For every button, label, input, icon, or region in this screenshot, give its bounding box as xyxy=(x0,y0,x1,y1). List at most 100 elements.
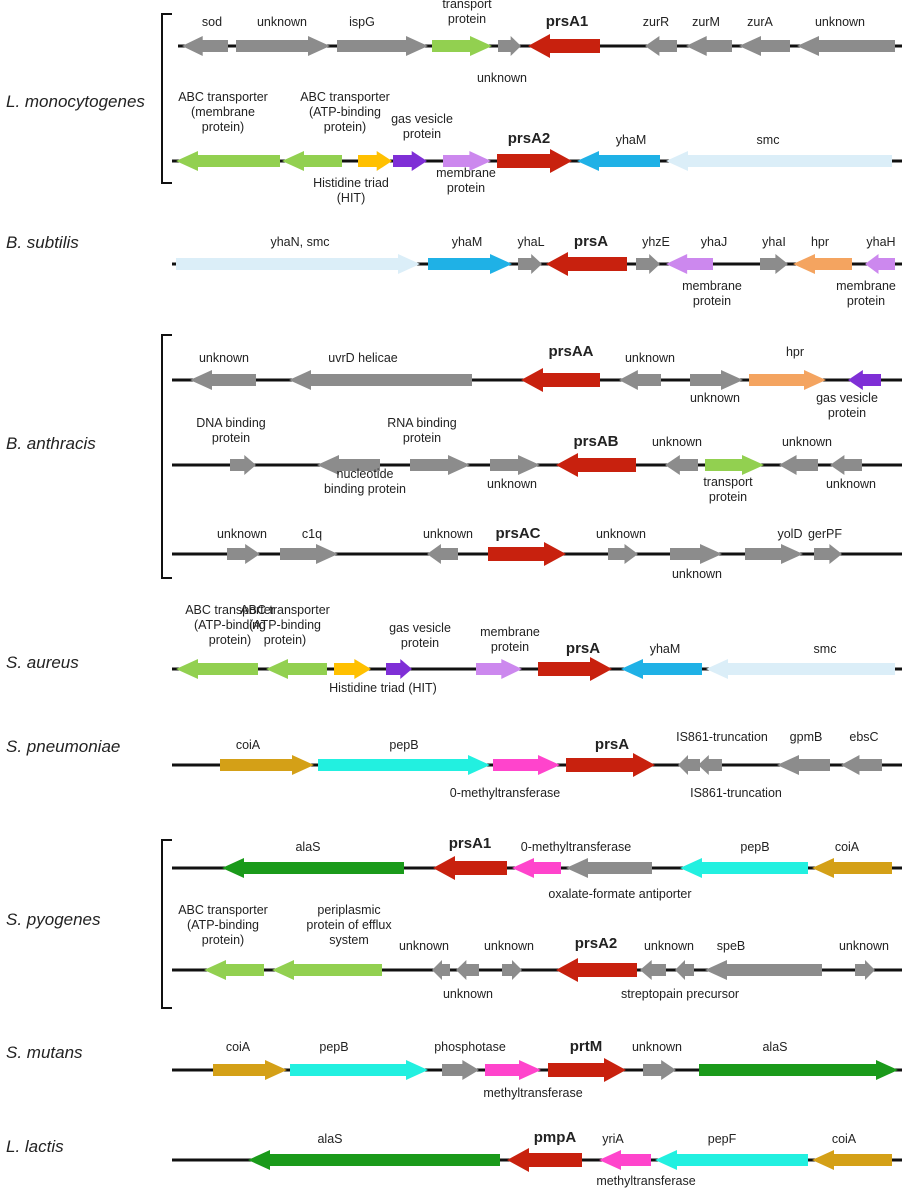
key-gene-arrow xyxy=(497,149,572,173)
gene-label-line: periplasmic xyxy=(317,903,380,917)
gene-arrow xyxy=(698,755,722,775)
key-gene-arrow xyxy=(507,1148,582,1172)
bracket-3 xyxy=(161,839,172,1009)
gene-label-line: yhzE xyxy=(642,235,670,249)
gene-arrow xyxy=(779,455,818,475)
gene-label-line: unknown xyxy=(826,477,876,491)
gene-label-line: coiA xyxy=(832,1132,857,1146)
gene-label-line: membrane xyxy=(836,279,896,293)
gene-label-line: prsA2 xyxy=(508,130,551,147)
gene-arrow xyxy=(655,1150,808,1170)
gene-label-line: prsA1 xyxy=(449,835,492,852)
gene-label-line: ABC transporter xyxy=(300,90,390,104)
gene-label-line: methyltransferase xyxy=(483,1086,582,1100)
gene-label-line: prtM xyxy=(570,1038,603,1055)
gene-label-line: phosphotase xyxy=(434,1040,506,1054)
gene-label-line: unknown xyxy=(423,527,473,541)
gene-label-line: gas vesicle xyxy=(816,391,878,405)
gene-label: IS861-truncation xyxy=(690,786,782,800)
gene-label-line: methyltransferase xyxy=(596,1174,695,1188)
organism-label: B. subtilis xyxy=(6,233,79,252)
gene-label-line: protein xyxy=(447,181,485,195)
gene-arrow xyxy=(619,370,661,390)
gene-label-line: prsA xyxy=(566,640,600,657)
gene-arrow xyxy=(410,455,470,475)
gene-label-line: ispG xyxy=(349,15,375,29)
gene-label: coiA xyxy=(832,1132,857,1146)
gene-label: yhaL xyxy=(517,235,544,249)
gene-label: methyltransferase xyxy=(483,1086,582,1100)
gene-label-line: smc xyxy=(757,133,780,147)
gene-arrow xyxy=(176,254,420,274)
gene-arrow xyxy=(432,36,492,56)
gene-arrow xyxy=(272,960,382,980)
gene-label-line: hpr xyxy=(786,345,804,359)
gene-label: unknown xyxy=(199,351,249,365)
gene-label-line: unknown xyxy=(399,939,449,953)
gene-label: unknown xyxy=(690,391,740,405)
gene-arrow xyxy=(176,151,280,171)
key-gene-label: prsA xyxy=(566,640,600,657)
gene-label: yhaI xyxy=(762,235,786,249)
gene-label-line: transport xyxy=(442,0,492,11)
gene-label: zurR xyxy=(643,15,669,29)
gene-arrow xyxy=(793,254,852,274)
gene-arrow xyxy=(680,858,808,878)
key-gene-arrow xyxy=(528,34,600,58)
gene-arrow xyxy=(476,659,522,679)
gene-arrow xyxy=(640,960,666,980)
gene-label: unknown xyxy=(644,939,694,953)
gene-arrow xyxy=(670,544,722,564)
gene-label-line: c1q xyxy=(302,527,322,541)
gene-arrow xyxy=(427,544,458,564)
key-gene-arrow xyxy=(548,1058,626,1082)
gene-label-line: hpr xyxy=(811,235,829,249)
key-gene-arrow xyxy=(556,958,637,982)
gene-label-line: protein xyxy=(212,431,250,445)
gene-label: unknown xyxy=(672,567,722,581)
gene-label-line: ABC transporter xyxy=(240,603,330,617)
gene-label-line: ABC transporter xyxy=(185,603,275,617)
gene-label: unknown xyxy=(399,939,449,953)
gene-label-line: alaS xyxy=(317,1132,342,1146)
gene-label-line: protein) xyxy=(264,633,306,647)
gene-arrow xyxy=(706,659,895,679)
gene-label-line: IS861-truncation xyxy=(676,730,768,744)
gene-label-line: yhaM xyxy=(650,642,681,656)
gene-label-line: membrane xyxy=(682,279,742,293)
gene-label-line: protein) xyxy=(324,120,366,134)
organism-label: L. monocytogenes xyxy=(6,92,145,111)
gene-label-line: membrane xyxy=(436,166,496,180)
key-gene-arrow xyxy=(556,453,636,477)
gene-label-line: unknown xyxy=(625,351,675,365)
organism-label: B. anthracis xyxy=(6,434,96,453)
gene-label-line: gpmB xyxy=(790,730,823,744)
key-gene-label: prsA2 xyxy=(575,935,618,952)
key-gene-label: prsAB xyxy=(573,433,618,450)
gene-label: phosphotase xyxy=(434,1040,506,1054)
gene-arrow xyxy=(358,151,392,171)
gene-label-line: zurA xyxy=(747,15,773,29)
gene-label-line: pepB xyxy=(389,738,418,752)
gene-label-line: protein) xyxy=(202,120,244,134)
gene-label-line: protein xyxy=(403,127,441,141)
gene-arrow xyxy=(777,755,830,775)
gene-arrow xyxy=(386,659,412,679)
gene-label-line: pepF xyxy=(708,1132,737,1146)
gene-label-line: ABC transporter xyxy=(178,90,268,104)
gene-label-line: oxalate-formate antiporter xyxy=(548,887,691,901)
gene-arrow xyxy=(280,544,338,564)
gene-label: Histidine triad(HIT) xyxy=(313,176,389,205)
gene-label: IS861-truncation xyxy=(676,730,768,744)
gene-arrow xyxy=(665,455,698,475)
gene-arrow xyxy=(666,151,892,171)
